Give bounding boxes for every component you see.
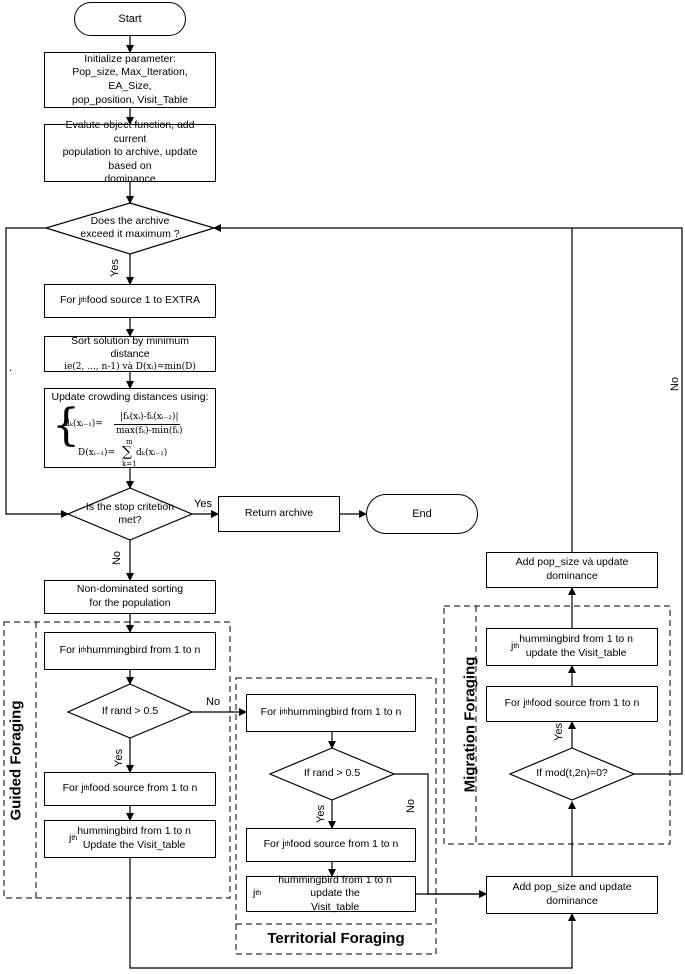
archive-decision-diamond [43,202,217,255]
end-terminal: End [366,494,478,534]
guided-region-frame [3,621,231,899]
crowding-f1-lhs: dₖ(xᵢ₋₁)= [64,419,103,429]
crowding-sum-top: m [126,438,133,446]
terr-hb-b: hummingbird from 1 to n [287,706,402,719]
sort-box: Sort solution by minimum distance ie(2, … [44,334,216,372]
crowding-f2-lhs: D(xᵢ₋₁)= [78,448,116,458]
start-terminal: Start [74,2,186,36]
stop-decision-diamond [66,487,194,541]
crowding-sum-bot: k=1 [122,460,137,468]
mig-upd-b: hummingbird from 1 to n update the Visit… [519,633,633,659]
nondominated-box: Non-dominated sorting for the population [44,580,216,614]
guided-decision-diamond [66,683,194,739]
crowding-title: Update crowding distances using: [51,391,209,403]
guided-upd-a: j [69,832,72,845]
guided-hb-sub: th [80,647,87,655]
terr-upd-sub: th [255,890,262,898]
stop-no-label: No [111,550,124,566]
guided-food-sub: th [83,785,90,793]
sort-title: Sort solution by minimum distance [71,334,189,361]
archive-yes-label: Yes [108,259,121,277]
extra-loop-text-b: food source 1 to EXTRA [86,294,201,307]
arrow-mig-no-loop [572,227,683,775]
crowding-f1-fraction-bar [114,424,180,425]
crowding-brace: { [52,400,80,451]
terr-food-sub: th [284,841,291,849]
mig-food-a: For j [504,697,526,710]
migration-region-frame [443,605,671,845]
terr-hb-a: For i [260,706,282,719]
guided-food-b: food source from 1 to n [89,782,198,795]
stray-dot: . [9,362,13,374]
migration-yes-label: Yes [552,723,565,741]
extra-loop-text-a: For j [59,294,81,307]
terr-upd-b: hummingbird from 1 to n update the Visit… [278,873,392,913]
migration-decision-diamond [508,747,636,801]
arrow-terr-no-add [394,773,487,898]
stop-decision-text: Is the stop critetion met? [85,500,175,526]
terr-hb-sub: th [281,709,288,717]
init-box: Initialize parameter: Pop_size, Max_Iter… [44,52,216,108]
crowding-sum-sign: ∑ [122,444,132,460]
guided-hb-a: For i [59,644,81,657]
mig-food-sub: th [525,700,532,708]
territorial-yes-label: Yes [314,805,327,823]
guided-food-a: For j [62,782,84,795]
territorial-title: Territorial Foraging [267,930,405,947]
crowding-box: Update crowding distances using: [44,388,216,468]
migration-addtop-box: Add pop_size và update dominance [486,552,658,588]
guided-upd-sub: th [71,835,78,843]
guided-decision-text: If rand > 0.5 [101,705,159,718]
migration-title: Migration Foraging [461,656,479,793]
guided-hb-b: hummingbird from 1 to n [86,644,201,657]
extra-loop-sub: th [80,297,87,305]
arrow-guided-upd-add [129,858,576,969]
territorial-decision-diamond [268,747,396,801]
migration-decision-text: If mod(t,2n)=0? [536,767,608,780]
sort-formula: ie(2, ..., n-1) và D(xᵢ)=min(D) [64,361,196,372]
migration-no-label: No [669,376,682,392]
guided-title: Guided Foraging [7,700,25,821]
crowding-f1-den: max(fₖ)-min(fₖ) [116,426,183,436]
territorial-decision-text: If rand > 0.5 [303,767,361,780]
terr-food-a: For j [263,838,285,851]
terr-upd-a: j [253,887,256,900]
guided-yes-label: Yes [112,749,125,767]
territorial-region-frame [235,677,437,955]
mig-upd-a: j [511,640,514,653]
mig-upd-sub: th [513,643,520,651]
crowding-f1-num: |fₖ(xᵢ)-fₖ(xᵢ₋₂)| [120,412,179,422]
guided-no-label: No [206,696,221,708]
arrow-archive-no-loop [5,227,69,518]
mig-food-b: food source from 1 to n [531,697,640,710]
stop-yes-label: Yes [194,498,212,510]
evaluate-box: Evalute object function, add current pop… [44,119,216,185]
crowding-f2-rhs: dₖ(xᵢ₋₁) [136,448,168,458]
terr-food-b: food source from 1 to n [290,838,399,851]
archive-decision-text: Does the archive exceed it maximum ? [80,214,180,240]
guided-upd-b: hummingbird from 1 to n Update the Visit… [77,825,191,851]
return-archive-box: Return archive [218,496,340,532]
territorial-no-label: No [405,798,418,814]
add-bottom-box: Add pop_size and update dominance [486,876,658,914]
